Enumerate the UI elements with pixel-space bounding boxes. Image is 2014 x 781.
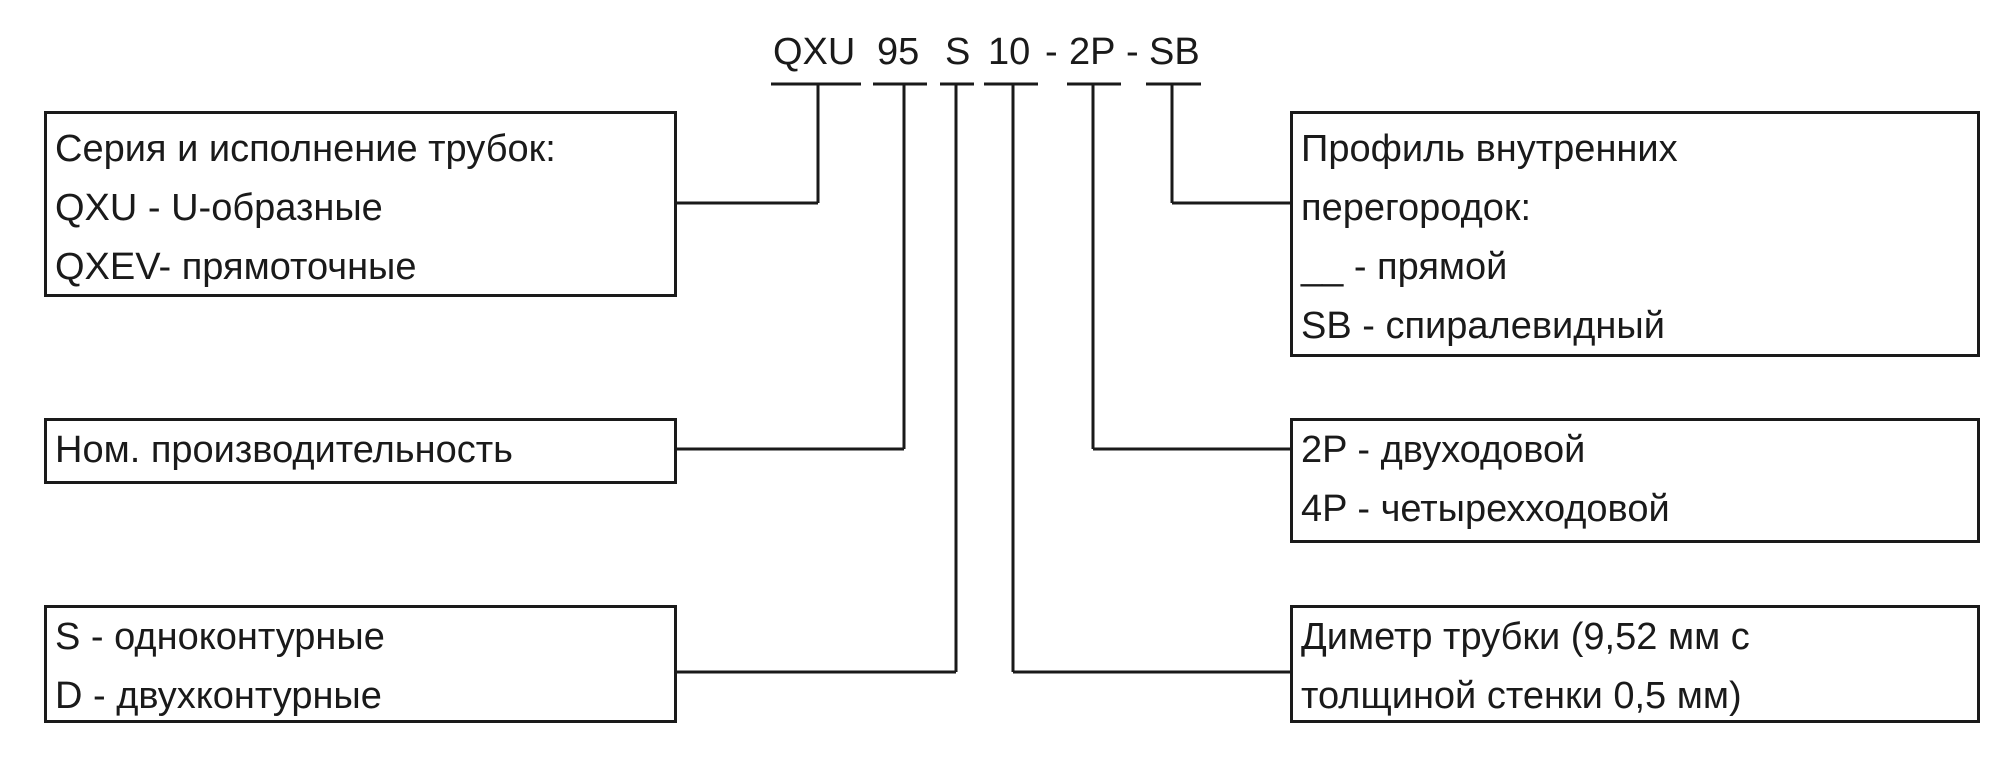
code-separator: - <box>1126 31 1139 73</box>
diameter-box: Диметр трубки (9,52 мм с толщиной стенки… <box>1290 605 1980 723</box>
code-part-qxu: QXU <box>773 31 856 73</box>
baffles-box-line: __ - прямой <box>1301 246 1508 288</box>
code-part-s: S <box>945 31 971 73</box>
series-box-line: QXU - U-образные <box>55 187 383 229</box>
series-box: Серия и исполнение трубок: QXU - U-образ… <box>44 111 677 297</box>
circuits-box-line: S - одноконтурные <box>55 616 385 658</box>
code-part-2p: 2P <box>1069 31 1116 73</box>
capacity-box-line: Ном. производительность <box>55 429 513 471</box>
capacity-box: Ном. производительность <box>44 418 677 484</box>
baffles-box-line: перегородок: <box>1301 187 1532 229</box>
baffles-box-line: Профиль внутренних <box>1301 128 1678 170</box>
passes-box: 2P - двуходовой 4P - четырехходовой <box>1290 418 1980 543</box>
code-part-95: 95 <box>877 31 920 73</box>
code-part-10: 10 <box>988 31 1031 73</box>
circuits-box-line: D - двухконтурные <box>55 675 382 717</box>
baffles-box-line: SB - спиралевидный <box>1301 305 1665 347</box>
passes-box-line: 4P - четырехходовой <box>1301 488 1670 530</box>
code-part-sb: SB <box>1149 31 1200 73</box>
code-separator: - <box>1045 31 1058 73</box>
diameter-box-line: Диметр трубки (9,52 мм с <box>1301 616 1750 658</box>
series-box-line: QXEV- прямоточные <box>55 246 417 288</box>
baffles-box: Профиль внутренних перегородок: __ - пря… <box>1290 111 1980 357</box>
circuits-box: S - одноконтурные D - двухконтурные <box>44 605 677 723</box>
diameter-box-line: толщиной стенки 0,5 мм) <box>1301 675 1742 717</box>
passes-box-line: 2P - двуходовой <box>1301 429 1586 471</box>
series-box-line: Серия и исполнение трубок: <box>55 128 556 170</box>
